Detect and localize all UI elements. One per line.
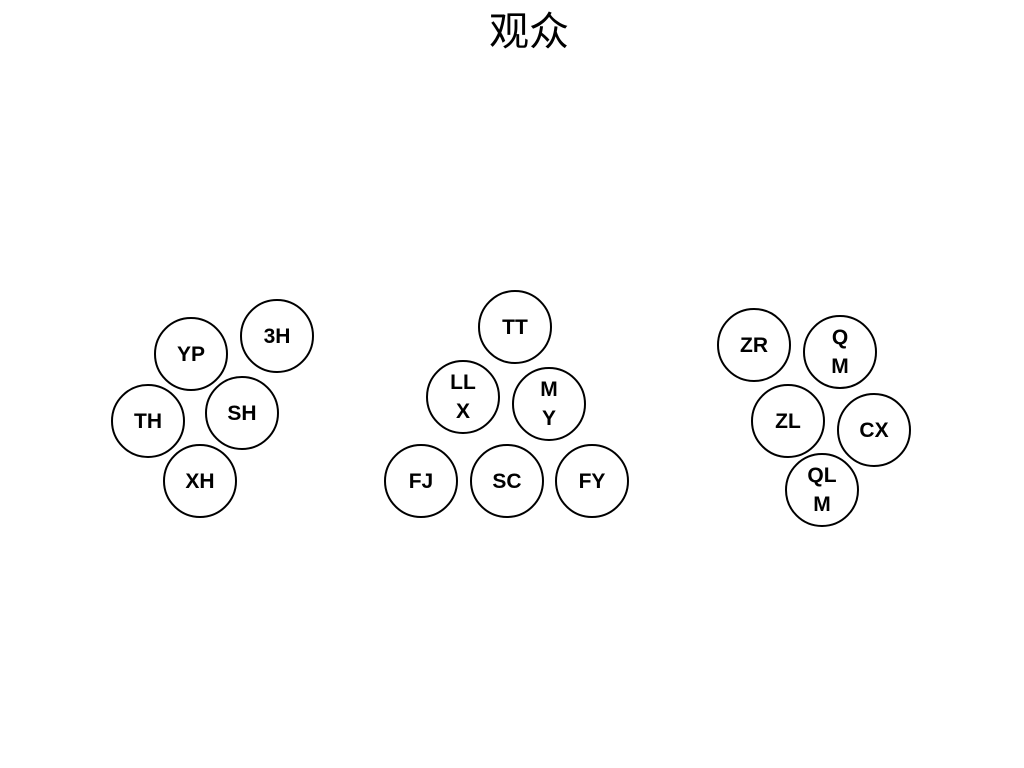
seat-circle: Q M: [803, 315, 877, 389]
page-title: 观众: [489, 9, 569, 55]
seat-circle: FJ: [384, 444, 458, 518]
seat-circle: M Y: [512, 367, 586, 441]
seat-circle: ZL: [751, 384, 825, 458]
seat-circle: ZR: [717, 308, 791, 382]
seat-circle: SC: [470, 444, 544, 518]
seat-circle: LL X: [426, 360, 500, 434]
seat-circle: XH: [163, 444, 237, 518]
seat-circle: YP: [154, 317, 228, 391]
seat-circle: SH: [205, 376, 279, 450]
seat-circle: TT: [478, 290, 552, 364]
seat-circle: FY: [555, 444, 629, 518]
seat-circle: 3H: [240, 299, 314, 373]
seat-circle: TH: [111, 384, 185, 458]
seat-circle: QL M: [785, 453, 859, 527]
seat-circle: CX: [837, 393, 911, 467]
